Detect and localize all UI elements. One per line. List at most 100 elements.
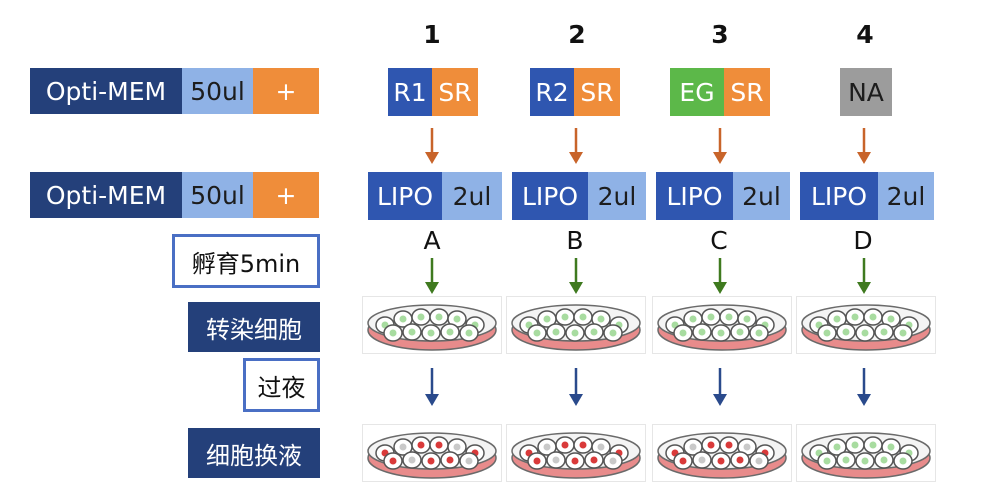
- step-overnight: 过夜: [243, 358, 320, 412]
- cell-nucleus: [736, 456, 744, 464]
- culture-dish-medium-change: [652, 424, 792, 482]
- opti-mem-row-2: Opti-MEM 50ul +: [30, 172, 319, 218]
- cell-nucleus: [861, 457, 869, 465]
- cell-nucleus: [561, 313, 569, 321]
- opti-mem-label: Opti-MEM: [30, 172, 182, 218]
- cell-nucleus: [435, 313, 443, 321]
- cell-nucleus: [887, 315, 895, 323]
- cell-nucleus: [880, 456, 888, 464]
- cell-nucleus: [465, 457, 473, 465]
- cell-nucleus: [571, 329, 579, 337]
- cell-nucleus: [717, 329, 725, 337]
- cell-nucleus: [579, 441, 587, 449]
- volume-label: 50ul: [182, 68, 253, 114]
- lipo-label: LIPO: [512, 172, 588, 220]
- culture-dish-transfect: [506, 296, 646, 354]
- reagent-pair: NA: [840, 68, 892, 116]
- cell-nucleus: [899, 329, 907, 337]
- cell-nucleus: [743, 315, 751, 323]
- arrow-head: [713, 282, 727, 294]
- lipo-bar: LIPO 2ul: [368, 172, 502, 220]
- cell-nucleus: [609, 329, 617, 337]
- cell-nucleus: [842, 456, 850, 464]
- reagent-right: SR: [724, 68, 770, 116]
- cell-nucleus: [689, 315, 697, 323]
- cell-nucleus: [698, 328, 706, 336]
- plus-label: +: [253, 172, 319, 218]
- cell-nucleus: [533, 457, 541, 465]
- arrow-head: [425, 152, 439, 164]
- cell-nucleus: [435, 441, 443, 449]
- cell-nucleus: [842, 328, 850, 336]
- reagent-left: R1: [388, 68, 432, 116]
- cell-nucleus: [725, 313, 733, 321]
- arrow-head: [569, 394, 583, 406]
- group-letter: D: [853, 226, 873, 255]
- reagent-right: SR: [432, 68, 478, 116]
- cell-nucleus: [579, 313, 587, 321]
- arrow-head: [857, 152, 871, 164]
- cell-nucleus: [389, 329, 397, 337]
- plus-label: +: [253, 68, 319, 114]
- cell-nucleus: [707, 441, 715, 449]
- cell-nucleus: [597, 443, 605, 451]
- lipo-label: LIPO: [800, 172, 878, 220]
- arrow-head: [713, 394, 727, 406]
- cell-nucleus: [736, 328, 744, 336]
- culture-dish-medium-change: [362, 424, 502, 482]
- cell-nucleus: [453, 315, 461, 323]
- column-number: 1: [423, 20, 441, 49]
- cell-nucleus: [698, 456, 706, 464]
- cell-nucleus: [417, 441, 425, 449]
- cell-nucleus: [597, 315, 605, 323]
- group-letter: B: [566, 226, 584, 255]
- cell-nucleus: [833, 315, 841, 323]
- lipo-label: LIPO: [368, 172, 442, 220]
- cell-nucleus: [543, 443, 551, 451]
- cell-nucleus: [417, 313, 425, 321]
- cell-nucleus: [571, 457, 579, 465]
- cell-nucleus: [408, 456, 416, 464]
- cell-nucleus: [707, 313, 715, 321]
- arrow-head: [713, 152, 727, 164]
- reagent-pair: EG SR: [670, 68, 770, 116]
- cell-nucleus: [725, 441, 733, 449]
- cell-nucleus: [833, 443, 841, 451]
- arrow-head: [857, 282, 871, 294]
- cell-nucleus: [552, 328, 560, 336]
- cell-nucleus: [861, 329, 869, 337]
- culture-dish-transfect: [652, 296, 792, 354]
- reagent-pair: R2 SR: [530, 68, 620, 116]
- lipo-volume: 2ul: [733, 172, 790, 220]
- culture-dish-transfect: [362, 296, 502, 354]
- column-number: 4: [856, 20, 874, 49]
- lipo-bar: LIPO 2ul: [656, 172, 790, 220]
- arrow-head: [857, 394, 871, 406]
- cell-nucleus: [446, 456, 454, 464]
- cell-nucleus: [823, 329, 831, 337]
- opti-mem-label: Opti-MEM: [30, 68, 182, 114]
- cell-nucleus: [869, 313, 877, 321]
- cell-nucleus: [427, 329, 435, 337]
- lipo-volume: 2ul: [588, 172, 646, 220]
- cell-nucleus: [743, 443, 751, 451]
- cell-nucleus: [880, 328, 888, 336]
- arrow-head: [569, 282, 583, 294]
- group-letter: C: [710, 226, 728, 255]
- lipo-volume: 2ul: [878, 172, 934, 220]
- cell-nucleus: [389, 457, 397, 465]
- volume-label: 50ul: [182, 172, 253, 218]
- cell-nucleus: [689, 443, 697, 451]
- cell-nucleus: [552, 456, 560, 464]
- reagent-pair: R1 SR: [388, 68, 478, 116]
- culture-dish-medium-change: [796, 424, 936, 482]
- cell-nucleus: [465, 329, 473, 337]
- cell-nucleus: [887, 443, 895, 451]
- cell-nucleus: [590, 328, 598, 336]
- reagent-left: EG: [670, 68, 724, 116]
- cell-nucleus: [561, 441, 569, 449]
- cell-nucleus: [679, 457, 687, 465]
- reagent-left: R2: [530, 68, 574, 116]
- column-number: 3: [711, 20, 729, 49]
